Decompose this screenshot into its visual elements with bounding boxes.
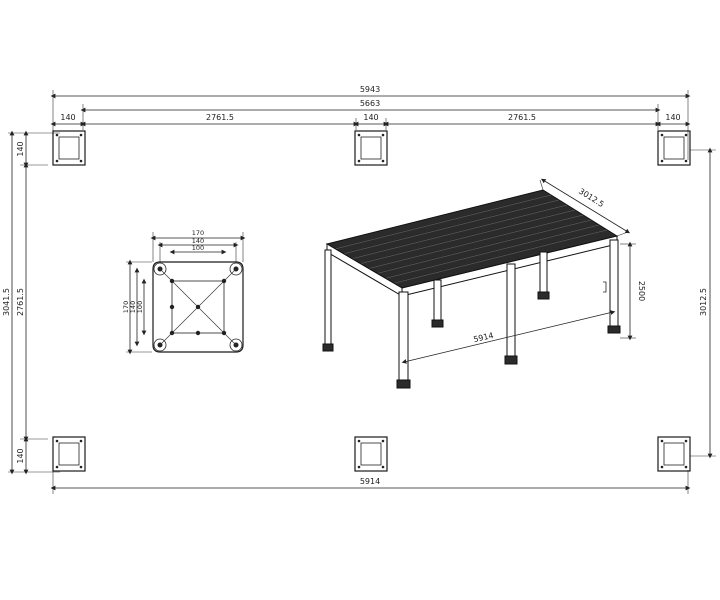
base-plate-detail: 170 140 100 170 140 100 xyxy=(122,229,246,355)
dim-left-post-top: 140 xyxy=(16,141,25,156)
post-footprint-bottom-middle xyxy=(354,436,388,472)
dim-left-inner-depth: 2761.5 xyxy=(16,288,25,316)
dim-right-depth: 3012.5 xyxy=(699,288,708,316)
top-dimension-chain: 5943 5663 140 2761.5 140 2761.5 140 xyxy=(50,85,691,160)
plate-width-outer: 170 xyxy=(192,229,204,237)
dim-bottom-width: 5914 xyxy=(360,477,380,486)
pergola-isometric-view: 3012.5 2500 5914 xyxy=(322,178,646,389)
dim-post-middle: 140 xyxy=(363,113,378,122)
post-footprint-top-right xyxy=(657,130,691,166)
plate-height-mid: 140 xyxy=(129,301,137,313)
post-footprint-bottom-left xyxy=(52,436,86,472)
post-footprint-top-middle xyxy=(354,130,388,166)
right-dimension: 3012.5 xyxy=(690,147,716,459)
dim-left-overall-depth: 3041.5 xyxy=(2,288,11,316)
left-dimension-chain: 3041.5 2761.5 140 140 xyxy=(2,130,60,475)
bottom-dimension: 5914 xyxy=(50,470,691,494)
plate-height-inner: 100 xyxy=(136,301,144,313)
dim-span-right: 2761.5 xyxy=(508,113,536,122)
plate-width-mid: 140 xyxy=(192,237,204,245)
dim-overall-width: 5943 xyxy=(360,85,380,94)
dim-left-post-bottom: 140 xyxy=(16,448,25,463)
iso-dim-length: 5914 xyxy=(473,331,495,344)
iso-dim-height: 2500 xyxy=(637,281,646,301)
plate-height-outer: 170 xyxy=(122,301,130,313)
plate-width-inner: 100 xyxy=(192,244,204,252)
dim-center-to-center: 5663 xyxy=(360,99,380,108)
iso-dim-depth: 3012.5 xyxy=(577,187,606,209)
post-footprint-bottom-right xyxy=(657,436,691,472)
dim-post-left: 140 xyxy=(60,113,75,122)
dim-post-right: 140 xyxy=(665,113,680,122)
dim-span-left: 2761.5 xyxy=(206,113,234,122)
post-footprint-top-left xyxy=(52,130,86,166)
